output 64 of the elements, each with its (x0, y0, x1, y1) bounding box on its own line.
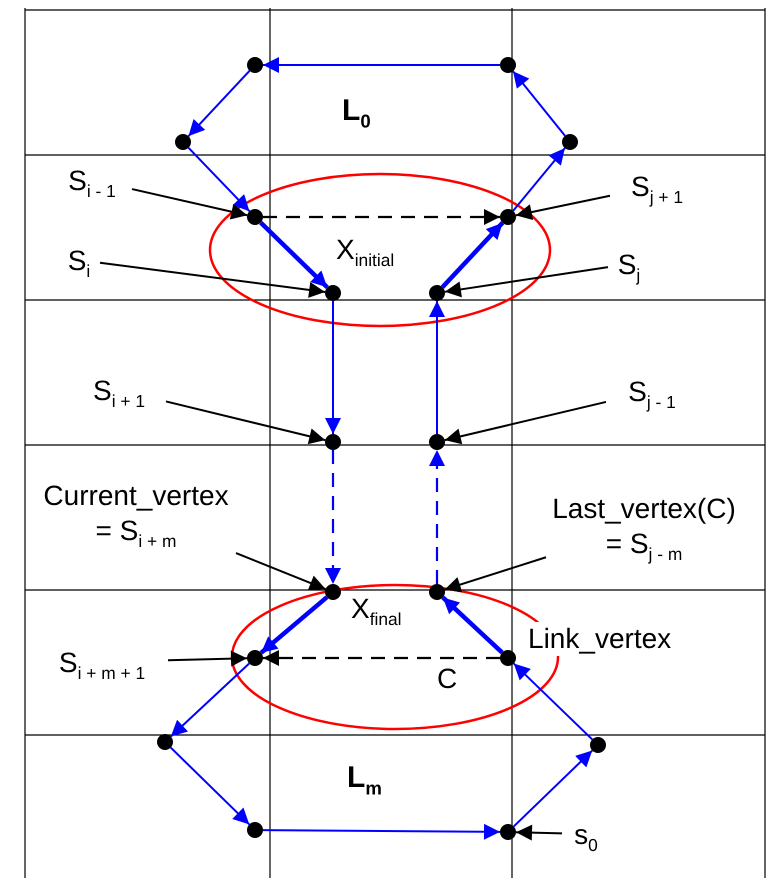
arrow (263, 824, 500, 840)
vertex-label: Last_vertex(C) = S$_{j - m}$ (546, 483, 742, 569)
leader-arrow (516, 194, 610, 220)
arrow (441, 596, 504, 654)
region-label: L$_{m}$ (347, 760, 382, 796)
vertex-dot (500, 209, 516, 225)
vertex-label: S$_{j}$ (608, 240, 650, 288)
vertex-dot (500, 824, 516, 840)
vertex-label: S$_{i - 1}$ (52, 158, 132, 202)
vertex-label: Current_vertex = S$_{i + m}$ (36, 470, 236, 556)
vertex-label: S$_{j + 1}$ (610, 163, 704, 209)
vertex-dot (247, 57, 263, 73)
arrow (188, 147, 250, 212)
arrow (263, 209, 500, 225)
vertex-dot (500, 650, 516, 666)
arrow (429, 450, 445, 584)
arrow (263, 57, 500, 73)
arrow (188, 70, 250, 137)
vertex-dot (175, 134, 191, 150)
leader-arrow (100, 262, 326, 298)
arrow (325, 301, 341, 434)
arrow (429, 301, 445, 434)
arrow (259, 220, 329, 290)
vertex-label: S$_{i}$ (58, 238, 100, 282)
vertex-dot (157, 734, 173, 750)
arrow (440, 221, 504, 289)
leader-arrow (236, 552, 326, 590)
vertex-label: Link_vertex (528, 622, 672, 656)
vertex-dot (562, 134, 578, 150)
vertex-dot (429, 285, 445, 301)
arrow (170, 662, 250, 738)
region-label: X$_{final}$ (351, 592, 402, 626)
leader-arrow (166, 400, 326, 444)
arrow (513, 750, 593, 828)
region-label: L$_{0}$ (342, 93, 371, 129)
leader-arrow (516, 824, 562, 841)
vertex-dot (500, 57, 516, 73)
vertex-dot (247, 209, 263, 225)
arrow (263, 650, 500, 666)
arrow (512, 148, 566, 212)
leader-arrow (444, 400, 606, 444)
leader-arrow (132, 188, 248, 220)
vertex-dot (429, 434, 445, 450)
vertex-dot (247, 650, 263, 666)
arrow (325, 450, 341, 584)
vertex-label: S$_{j - 1}$ (606, 368, 698, 414)
leader-arrow (444, 266, 608, 298)
vertex-dot (325, 434, 341, 450)
vertex-dot (325, 285, 341, 301)
region-label: C (437, 662, 458, 696)
arrow (260, 595, 328, 655)
leader-arrow (168, 650, 248, 667)
region-label: X$_{initial}$ (336, 233, 394, 267)
arrow (170, 746, 250, 826)
arrow (512, 70, 566, 136)
vertex-dot (590, 737, 606, 753)
leader-arrow (444, 556, 546, 592)
arrow (513, 662, 593, 740)
vertex-label: S$_{i + 1}$ (72, 368, 166, 412)
vertex-dot (247, 822, 263, 838)
vertex-dot (429, 584, 445, 600)
vertex-dot (325, 584, 341, 600)
vertex-label: s$_{0}$ (562, 810, 610, 858)
vertex-label: S$_{i + m + 1}$ (36, 638, 168, 686)
